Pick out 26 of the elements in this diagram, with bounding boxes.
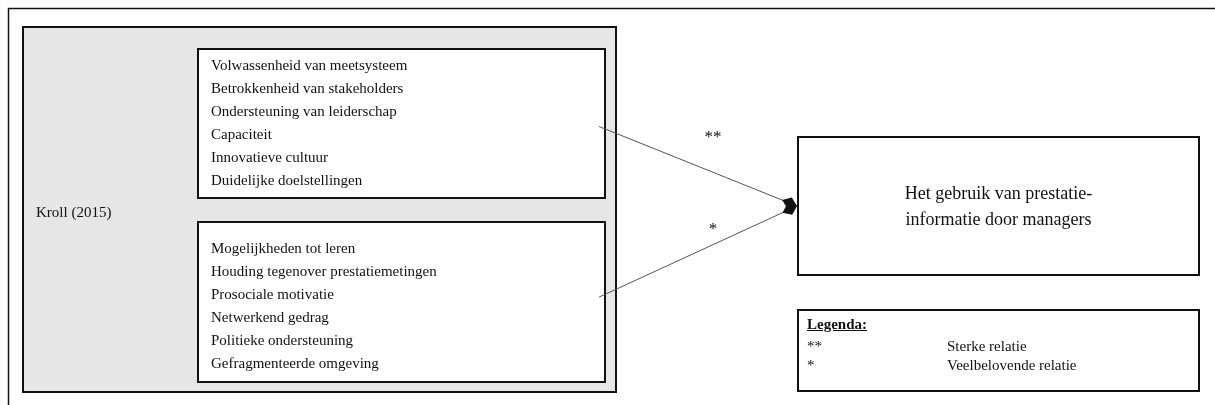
factor-list-box [197, 221, 606, 383]
factor-text: Capaciteit [211, 125, 272, 144]
factor-text: Mogelijkheden tot leren [211, 239, 356, 258]
factor-text: Prosociale motivatie [211, 285, 334, 304]
connector-line [598, 126, 798, 209]
factor-text: Innovatieve cultuur [211, 148, 329, 167]
factor-text: Houding tegenover prestatiemetingen [211, 262, 437, 281]
factor-text: Volwassenheid van meetsysteem [211, 56, 408, 75]
legend-text: Veelbelovende relatie [947, 356, 1077, 375]
factor-text: Politieke ondersteuning [211, 331, 354, 350]
factor-text: Betrokkenheid van stakeholders [211, 79, 404, 98]
outcome-text: Het gebruik van prestatie-informatie door managers [903, 182, 1094, 231]
legend-symbol: * [807, 356, 815, 375]
legend-box [797, 309, 1200, 392]
factor-text: Duidelijke doelstellingen [211, 171, 363, 190]
connector-line [598, 203, 798, 298]
factor-text: Ondersteuning van leiderschap [211, 102, 397, 121]
factor-text: Gefragmenteerde omgeving [211, 354, 379, 373]
legend-title: Legenda: [807, 315, 867, 334]
legend-text: Sterke relatie [947, 337, 1027, 356]
legend-symbol: ** [807, 337, 822, 356]
outcome-box [797, 136, 1200, 276]
factor-text: Netwerkend gedrag [211, 308, 329, 327]
group-box [22, 26, 617, 393]
source-label: Kroll (2015) [36, 203, 112, 222]
factor-list-box [197, 48, 606, 199]
